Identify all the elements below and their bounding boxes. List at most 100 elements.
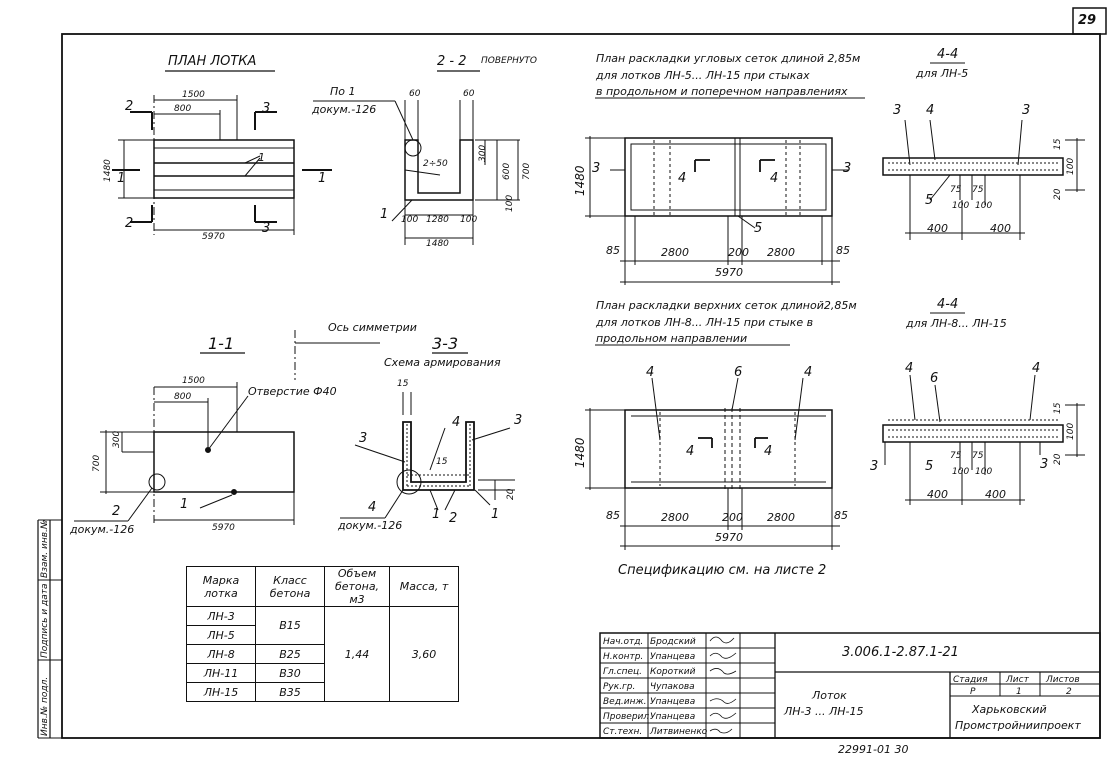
mark: 4 xyxy=(452,415,461,430)
corner-grids-plan xyxy=(585,97,865,285)
stage-value: Р xyxy=(970,687,976,697)
plan-title: ПЛАН ЛОТКА xyxy=(168,54,257,69)
tb-name: Короткий xyxy=(650,667,696,677)
dim: 100 xyxy=(975,201,993,211)
dim: 2800 xyxy=(661,246,689,259)
footer-code: 22991-01 30 xyxy=(838,743,909,756)
section33-subtitle: Схема армирования xyxy=(384,356,501,369)
section44a-subtitle: для ЛН-5 xyxy=(916,67,969,80)
caption: в продольном и поперечном направлениях xyxy=(596,85,848,98)
margin-label: Взам. инв.№ xyxy=(40,519,50,578)
margin-label: Подпись и дата xyxy=(40,583,50,658)
mark: 2 xyxy=(112,504,121,519)
ref: докум.-126 xyxy=(338,519,403,532)
mark: 3 xyxy=(1040,457,1049,472)
dim: 60 xyxy=(463,89,475,99)
mark: 3 xyxy=(1022,103,1031,118)
row-mark: ЛН-8 xyxy=(186,644,256,664)
dim: 800 xyxy=(174,392,192,402)
row-class: В25 xyxy=(255,644,325,664)
caption: продольном направлении xyxy=(596,332,748,345)
dim: 1280 xyxy=(426,215,449,225)
mark: 4 xyxy=(926,103,935,118)
mark: 3 xyxy=(843,161,852,176)
tb-role: Вед.инж. xyxy=(603,697,647,707)
dim: 20 xyxy=(1053,188,1063,200)
section-4-4-a xyxy=(882,62,1085,240)
tb-name: Упанцева xyxy=(650,712,696,722)
mark: 2 xyxy=(449,511,458,526)
section44a-title: 4-4 xyxy=(937,47,959,62)
mark: 4 xyxy=(1032,361,1041,376)
row-mark: ЛН-15 xyxy=(186,682,256,702)
signatures xyxy=(709,636,737,734)
dim: 20 xyxy=(506,488,516,500)
section-4-4-b xyxy=(882,312,1085,505)
section-mark: 1 xyxy=(318,171,327,186)
dim: 1500 xyxy=(182,376,205,386)
dim: 600 xyxy=(502,162,512,180)
ref: докум.-126 xyxy=(70,523,135,536)
doc-code: 3.006.1-2.87.1-21 xyxy=(842,645,959,660)
stage-header: Листов xyxy=(1046,675,1080,685)
mark: 1 xyxy=(432,507,441,522)
spec-note: Спецификацию см. на листе 2 xyxy=(618,563,827,578)
dim: 100 xyxy=(975,467,993,477)
section33-title: 3-3 xyxy=(432,334,459,353)
dim: 75 xyxy=(950,451,962,461)
mark: 1 xyxy=(491,507,500,522)
mark: 4 xyxy=(905,361,914,376)
sheet-number: 29 xyxy=(1078,13,1097,28)
tb-name: Упанцева xyxy=(650,697,696,707)
tb-name: Чупакова xyxy=(650,682,695,692)
mark: 5 xyxy=(925,193,934,208)
dim: 100 xyxy=(952,467,970,477)
section-2-2 xyxy=(313,70,520,245)
org-line2: Промстройниипроект xyxy=(955,719,1081,732)
mark: 4 xyxy=(678,171,687,186)
dim: 2800 xyxy=(767,511,795,524)
caption: для лотков ЛН-5... ЛН-15 при стыках xyxy=(596,69,810,82)
axis-note: Ось симметрии xyxy=(328,321,417,334)
upper-grids-plan xyxy=(585,344,840,550)
stage-value: 1 xyxy=(1016,687,1022,697)
caption: План раскладки угловых сеток длиной 2,85… xyxy=(596,52,861,65)
row-mark: ЛН-5 xyxy=(186,625,256,645)
section-3-3 xyxy=(340,352,515,519)
caption: для лотков ЛН-8... ЛН-15 при стыке в xyxy=(596,316,814,329)
dim: 1480 xyxy=(573,165,587,196)
dim: 400 xyxy=(985,488,1006,501)
spec-table: Марка лотка Класс бетона Объем бетона, м… xyxy=(186,566,459,702)
dim: 100 xyxy=(505,194,515,212)
item-name: Лоток xyxy=(812,689,847,702)
row-class: В15 xyxy=(255,606,325,645)
mark: 1 xyxy=(258,151,265,164)
ref: докум.-126 xyxy=(312,103,377,116)
tb-role: Проверил xyxy=(603,712,650,722)
title-block-lines xyxy=(599,632,1101,739)
mark: 4 xyxy=(770,171,779,186)
mark: 4 xyxy=(764,444,773,459)
stage-header: Стадия xyxy=(953,675,988,685)
mark: 3 xyxy=(359,431,368,446)
mark: 3 xyxy=(870,459,879,474)
dim: 20 xyxy=(1053,453,1063,465)
section22-title: 2 - 2 xyxy=(437,54,467,69)
section-mark: 2 xyxy=(125,216,134,231)
sheet-number-box xyxy=(1072,7,1107,35)
mark: 1 xyxy=(180,497,189,512)
row-class: В35 xyxy=(255,682,325,702)
dim: 5970 xyxy=(212,523,235,533)
th-volume: Объем бетона, м3 xyxy=(324,566,390,607)
section-mark: 1 xyxy=(117,171,126,186)
mark: 3 xyxy=(893,103,902,118)
dim: 1500 xyxy=(182,90,205,100)
dim: 2800 xyxy=(767,246,795,259)
mark: 3 xyxy=(514,413,523,428)
dim: 85 xyxy=(836,244,850,257)
dim: 400 xyxy=(927,222,948,235)
mark: 4 xyxy=(804,365,813,380)
dim: 700 xyxy=(92,454,102,472)
volume-cell: 1,44 xyxy=(324,606,390,702)
